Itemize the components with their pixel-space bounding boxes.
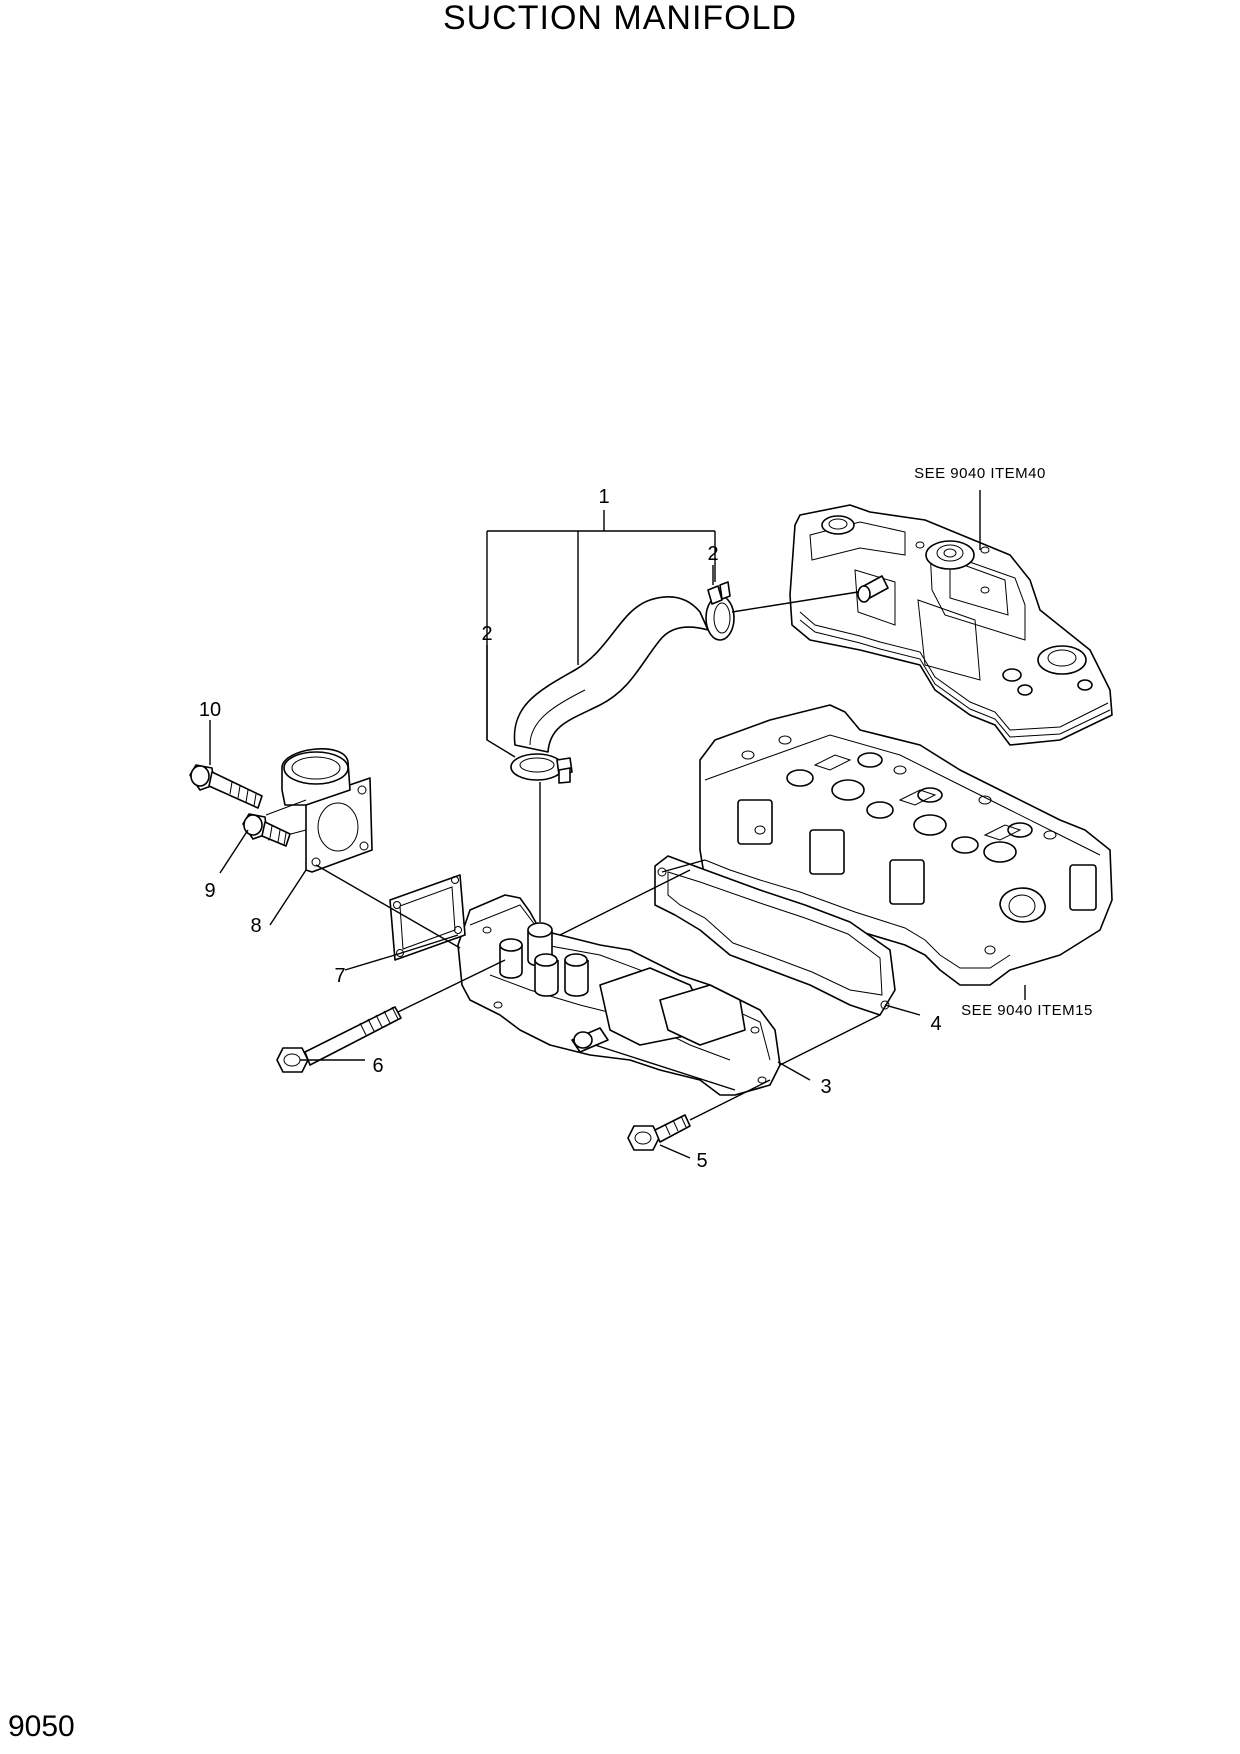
leader-lines	[209, 490, 1026, 1159]
callout-1: 1	[598, 486, 609, 508]
breather-hose	[513, 596, 709, 753]
callout-7: 7	[334, 965, 345, 987]
bolt-5	[627, 1114, 691, 1151]
intake-elbow	[265, 748, 373, 873]
callout-8: 8	[250, 915, 261, 937]
bolt-10	[189, 764, 263, 809]
callout-10: 10	[199, 699, 221, 721]
reference-note-top: SEE 9040 ITEM40	[914, 465, 1046, 482]
callout-9: 9	[204, 880, 215, 902]
callout-5: 5	[696, 1150, 707, 1172]
callout-3: 3	[820, 1076, 831, 1098]
intake-gasket	[389, 874, 466, 961]
hose-clamp-lower	[510, 753, 573, 784]
page-title: SUCTION MANIFOLD	[442, 0, 798, 37]
callout-6: 6	[372, 1055, 383, 1077]
callout-2-lower: 2	[481, 623, 492, 645]
reference-note-bottom: SEE 9040 ITEM15	[961, 1002, 1093, 1019]
callout-2-upper: 2	[707, 543, 718, 565]
cylinder-head	[699, 704, 1113, 986]
rocker-cover	[789, 504, 1113, 746]
hose-clamp-upper	[705, 581, 735, 641]
callout-4: 4	[930, 1013, 941, 1035]
page-number: 9050	[8, 1710, 75, 1743]
suction-manifold	[457, 894, 781, 1096]
bolt-9	[242, 813, 291, 847]
